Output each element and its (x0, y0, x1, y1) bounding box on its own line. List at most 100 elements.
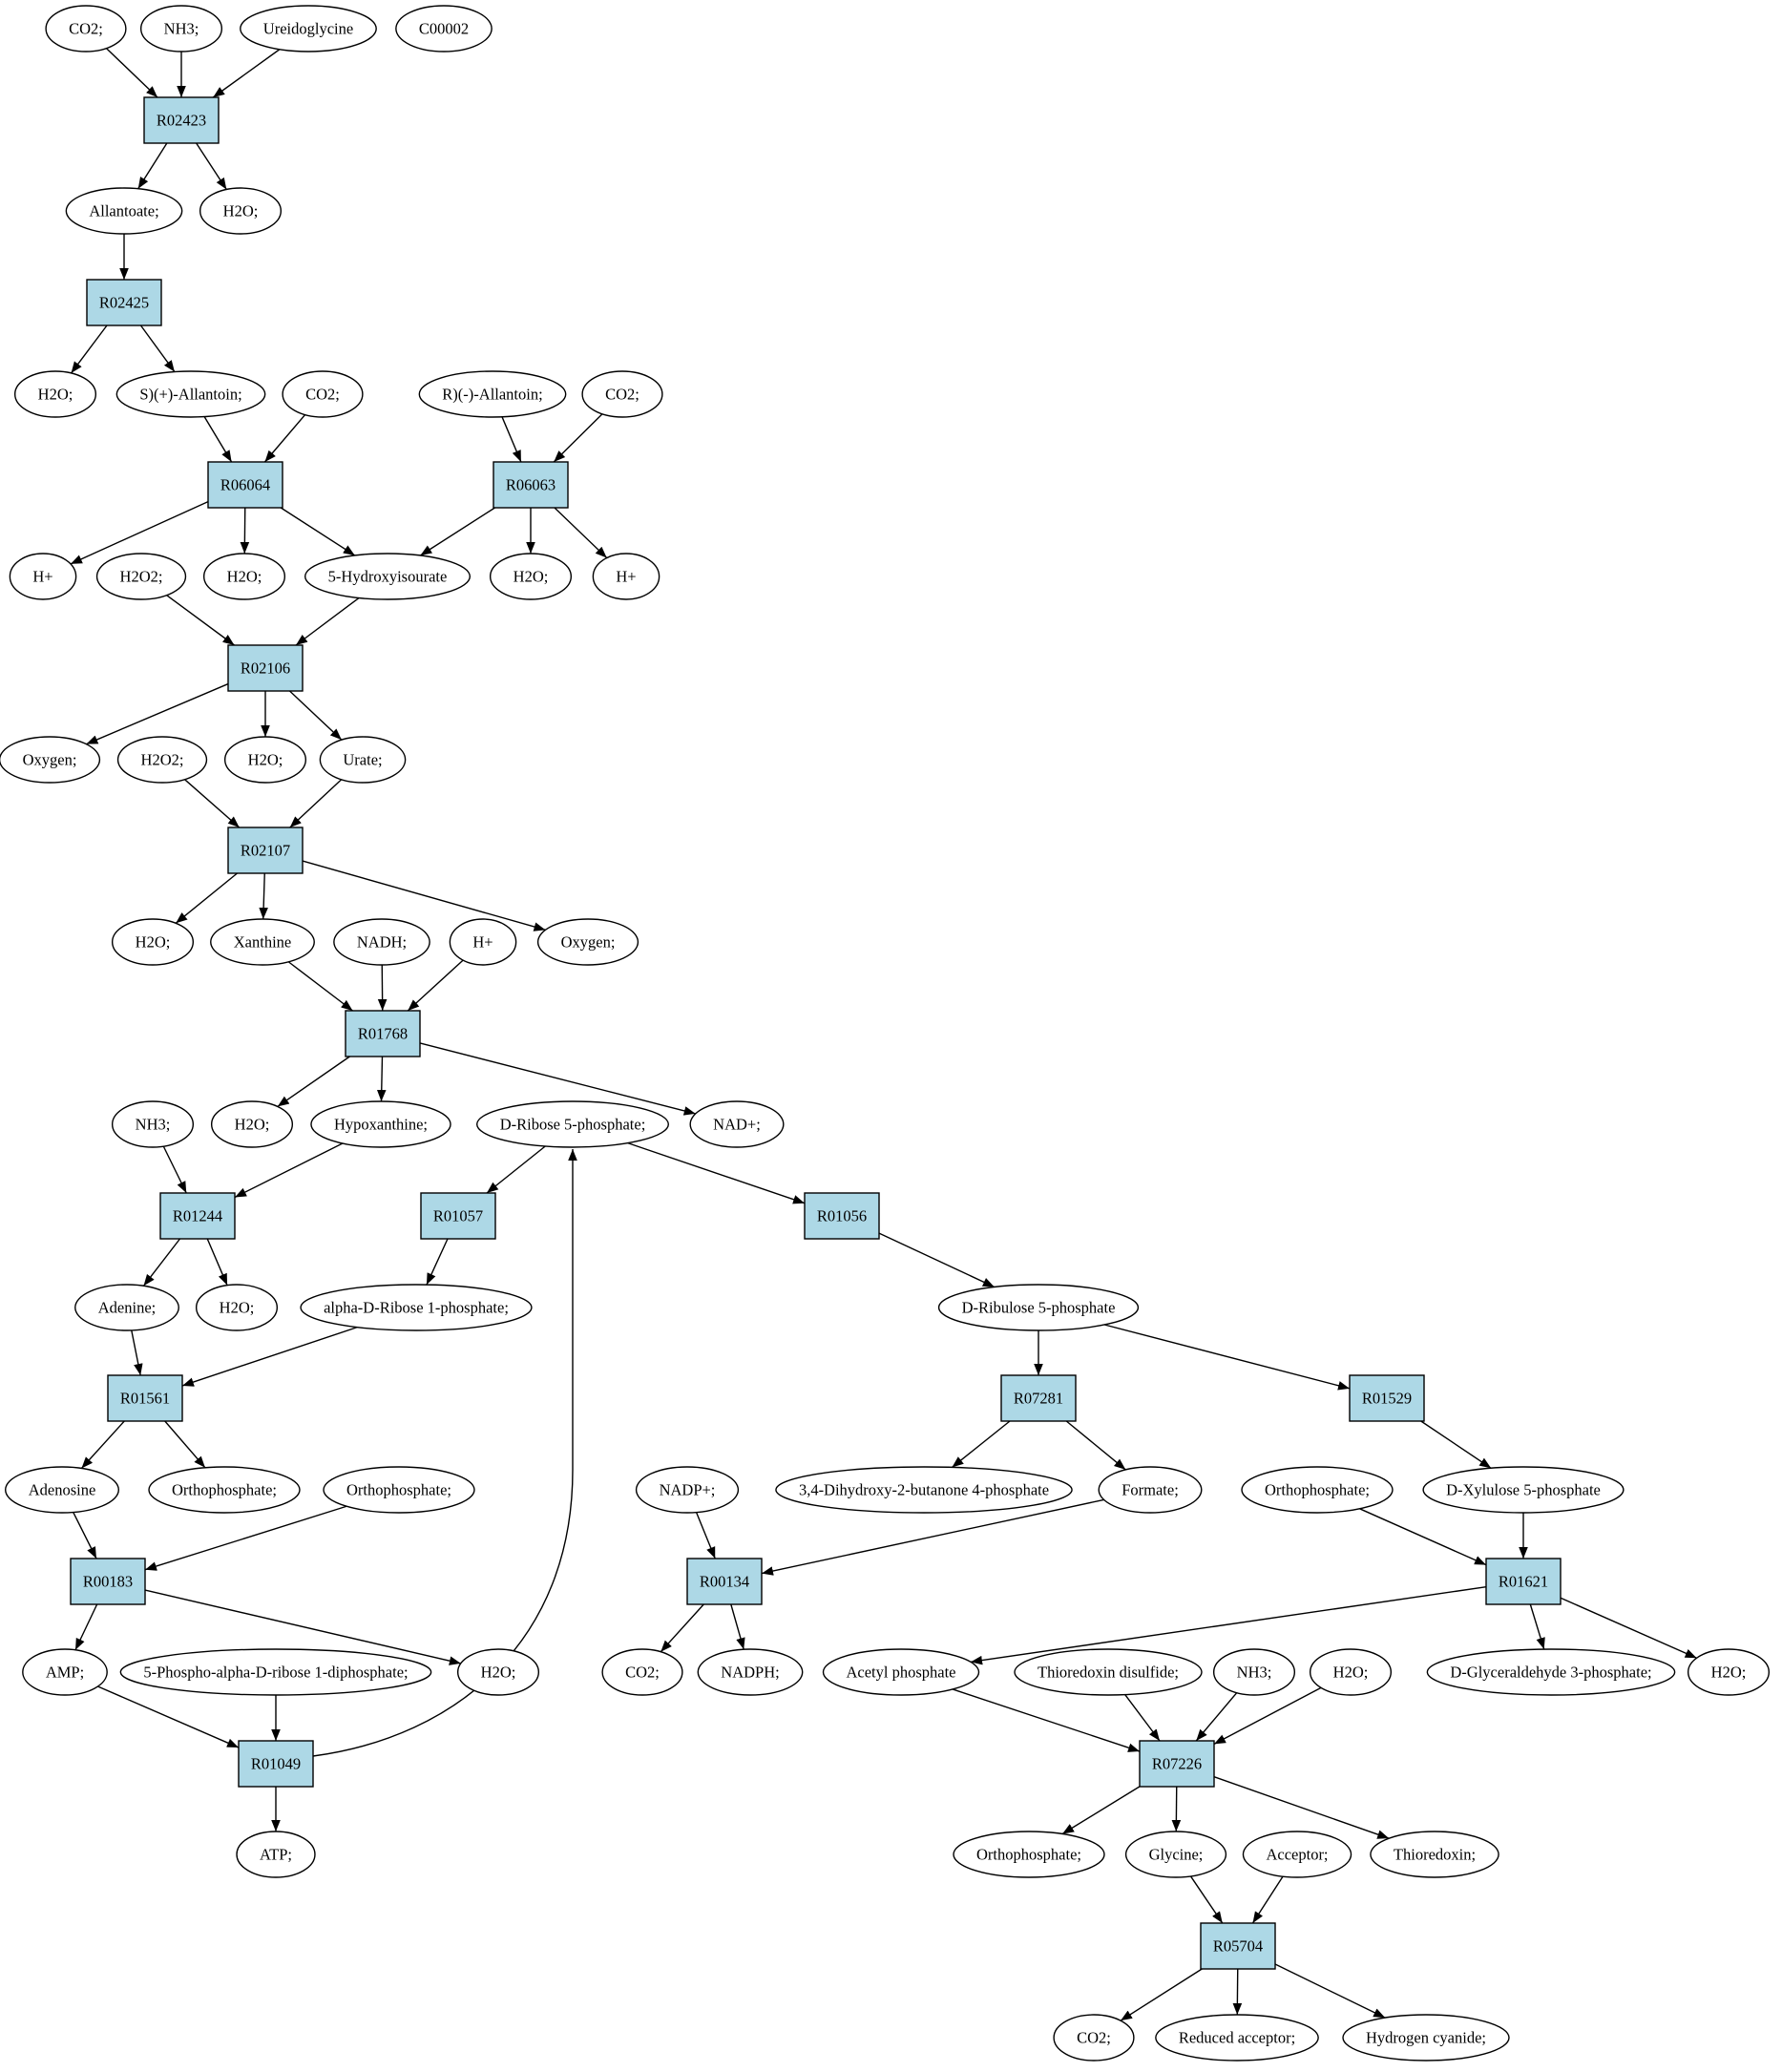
reaction-box (1485, 1558, 1562, 1605)
edge-co2-a-to-r02423 (105, 48, 158, 98)
compound-ellipse (1687, 1648, 1771, 1696)
edge-glycine-to-r05704 (1189, 1875, 1224, 1924)
reaction-node-r01561: R01561 (107, 1374, 183, 1422)
compound-ellipse (581, 370, 663, 418)
compound-ellipse (536, 918, 639, 966)
compound-node-orthophosphate-c: Orthophosphate; (1241, 1466, 1394, 1514)
compound-node-orthophosphate-a: Orthophosphate; (148, 1466, 301, 1514)
compound-ellipse (1241, 1466, 1394, 1514)
node-label: R01049 (251, 1755, 301, 1773)
reaction-box (1200, 1922, 1276, 1970)
reaction-node-r07281: R07281 (1000, 1374, 1077, 1422)
edge-r06064-to-hplus-a (70, 501, 209, 565)
node-label: NH3; (164, 20, 199, 38)
edge-ribose5p-to-r01056 (627, 1141, 806, 1204)
compound-ellipse (95, 553, 187, 600)
reaction-box (1000, 1374, 1077, 1422)
edge-ribose1p-to-r01561 (181, 1326, 358, 1387)
node-label: Urate; (343, 751, 382, 769)
compound-ellipse (139, 5, 223, 52)
compound-node-adenine: Adenine; (74, 1284, 179, 1331)
edge-nadpplus-to-r00134 (695, 1512, 716, 1559)
compound-ellipse (775, 1466, 1073, 1514)
reaction-node-r02425: R02425 (86, 279, 162, 326)
compound-ellipse (1212, 1648, 1296, 1696)
compound-node-nh3-c: NH3; (1212, 1648, 1296, 1696)
reaction-node-r01057: R01057 (420, 1192, 496, 1240)
node-label: Acceptor; (1266, 1846, 1328, 1864)
edge-r00134-to-nadph (730, 1603, 745, 1650)
edge-r02425-to-s-allantoin (139, 324, 176, 372)
compound-ellipse (148, 1466, 301, 1514)
edge-adenine-to-r01561 (131, 1329, 143, 1376)
compound-ellipse (210, 1100, 294, 1148)
node-label: H2O; (235, 1116, 270, 1134)
compound-node-co2-c: CO2; (581, 370, 663, 418)
compound-ellipse (65, 187, 183, 235)
compound-node-xanthine: Xanthine (210, 918, 315, 966)
compound-node-h2o2-a: H2O2; (95, 553, 187, 600)
edge-r02107-to-oxygen-b (302, 860, 546, 931)
reaction-box (1139, 1740, 1215, 1788)
node-label: R00183 (83, 1573, 133, 1591)
compound-node-h2o-e: H2O; (223, 736, 307, 784)
edge-r02423-to-allantoate (137, 142, 168, 190)
edge-s-allantoin-to-r06064 (203, 416, 233, 463)
compound-ellipse (240, 5, 377, 52)
compound-ellipse (319, 736, 407, 784)
node-label: NH3; (136, 1116, 171, 1134)
edge-r01621-to-g3p (1529, 1603, 1545, 1650)
node-label: Formate; (1122, 1481, 1179, 1499)
edge-thioredoxin-ss-to-r07226 (1124, 1694, 1161, 1742)
node-label: D-Ribose 5-phosphate; (500, 1116, 646, 1134)
compound-node-h2o-c: H2O; (202, 553, 286, 600)
edge-ureidoglycine-to-r02423 (212, 49, 281, 98)
edge-r01768-to-hypoxanthine (376, 1056, 387, 1102)
reaction-node-r06063: R06063 (493, 461, 569, 509)
node-label: Thioredoxin disulfide; (1038, 1664, 1179, 1682)
node-label: Oxygen; (561, 933, 616, 952)
node-label: R02107 (241, 842, 290, 860)
node-label: NADP+; (660, 1481, 716, 1499)
reaction-box (143, 96, 220, 144)
compound-node-hcn: Hydrogen cyanide; (1342, 2014, 1510, 2062)
compound-ellipse (236, 1831, 316, 1878)
compound-ellipse (601, 1648, 683, 1696)
compound-ellipse (13, 370, 97, 418)
reaction-node-r01056: R01056 (804, 1192, 880, 1240)
node-label: Orthophosphate; (172, 1481, 277, 1499)
compound-node-nadplus: NAD+; (689, 1100, 785, 1148)
compound-node-formate: Formate; (1098, 1466, 1203, 1514)
reaction-node-r00134: R00134 (686, 1558, 763, 1605)
edge-orthophosphate-b-to-r00183 (144, 1505, 347, 1571)
node-label: H+ (616, 568, 636, 586)
compound-ellipse (202, 553, 286, 600)
compound-ellipse (300, 1284, 533, 1331)
edge-r02425-to-h2o-b (71, 324, 108, 374)
node-label: R02425 (99, 294, 149, 312)
node-label: CO2; (305, 386, 340, 404)
compound-ellipse (1422, 1466, 1625, 1514)
compound-node-oxygen-b: Oxygen; (536, 918, 639, 966)
edge-r01561-to-adenosine (80, 1420, 125, 1469)
node-label: H2O2; (120, 568, 163, 586)
compound-node-glycine: Glycine; (1124, 1831, 1227, 1878)
node-label: H2O; (38, 386, 73, 404)
reaction-node-r01049: R01049 (238, 1740, 314, 1788)
edge-r01056-to-ribulose5p (878, 1232, 996, 1288)
compound-ellipse (635, 1466, 740, 1514)
edge-r01768-to-h2o-g (277, 1056, 350, 1107)
compound-node-h2o-f: H2O; (111, 918, 195, 966)
edge-orthophosphate-c-to-r01621 (1359, 1508, 1487, 1566)
compound-node-hplus-c: H+ (449, 918, 517, 966)
node-label: R07281 (1014, 1390, 1063, 1408)
reaction-box (1349, 1374, 1425, 1422)
node-label: D-Ribulose 5-phosphate (962, 1299, 1116, 1317)
edge-co2-c-to-r06063 (553, 413, 603, 463)
node-label: NAD+; (713, 1116, 761, 1134)
node-label: H+ (472, 933, 493, 952)
node-label: Orthophosphate; (976, 1846, 1081, 1864)
node-label: R02106 (241, 659, 290, 678)
